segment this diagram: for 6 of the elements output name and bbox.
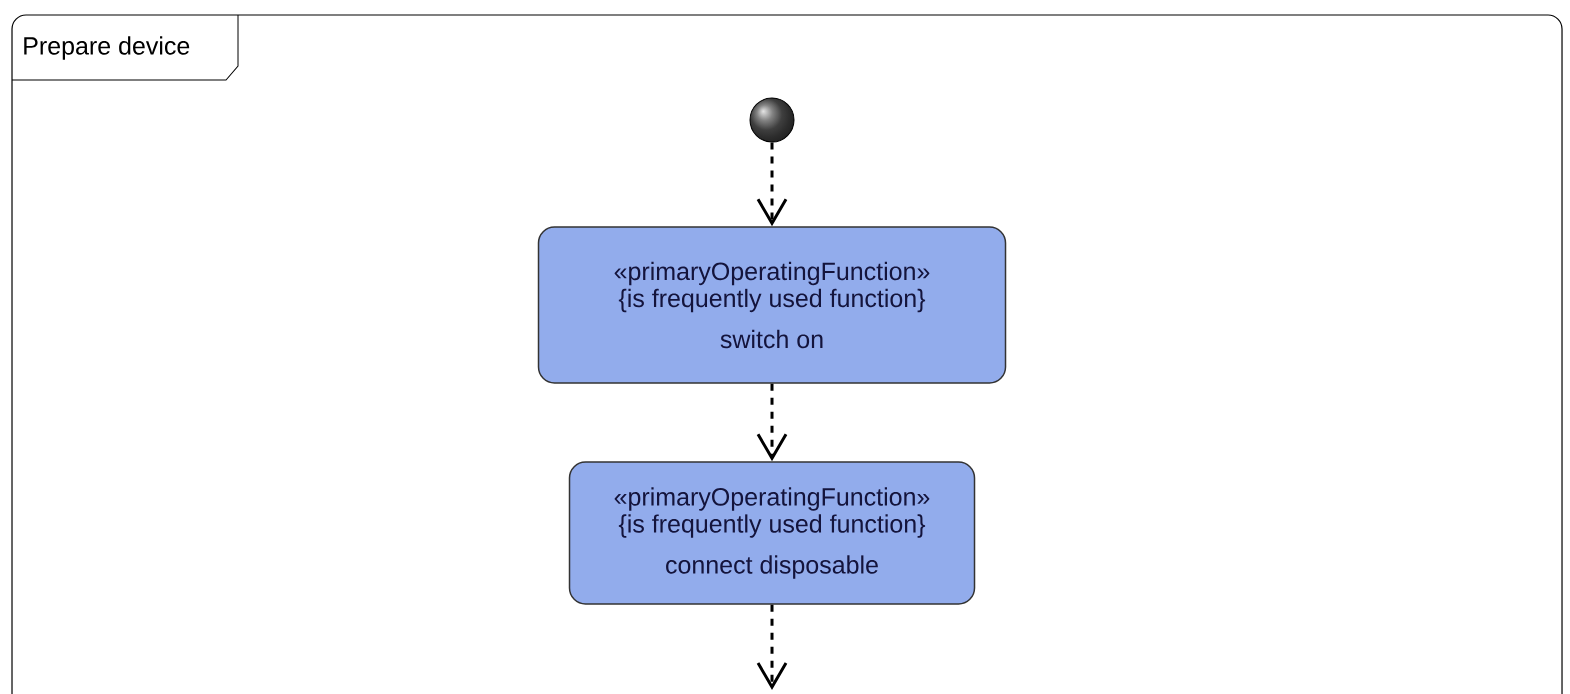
arrow: [756, 604, 788, 690]
initial-node: [749, 97, 795, 143]
action-box: «primaryOperatingFunction» {is frequently used function} connect disposable: [568, 461, 976, 605]
arrow: [756, 383, 788, 462]
arrow: [756, 142, 788, 227]
action-box: «primaryOperatingFunction» {is frequently used function} switch on: [537, 226, 1007, 384]
